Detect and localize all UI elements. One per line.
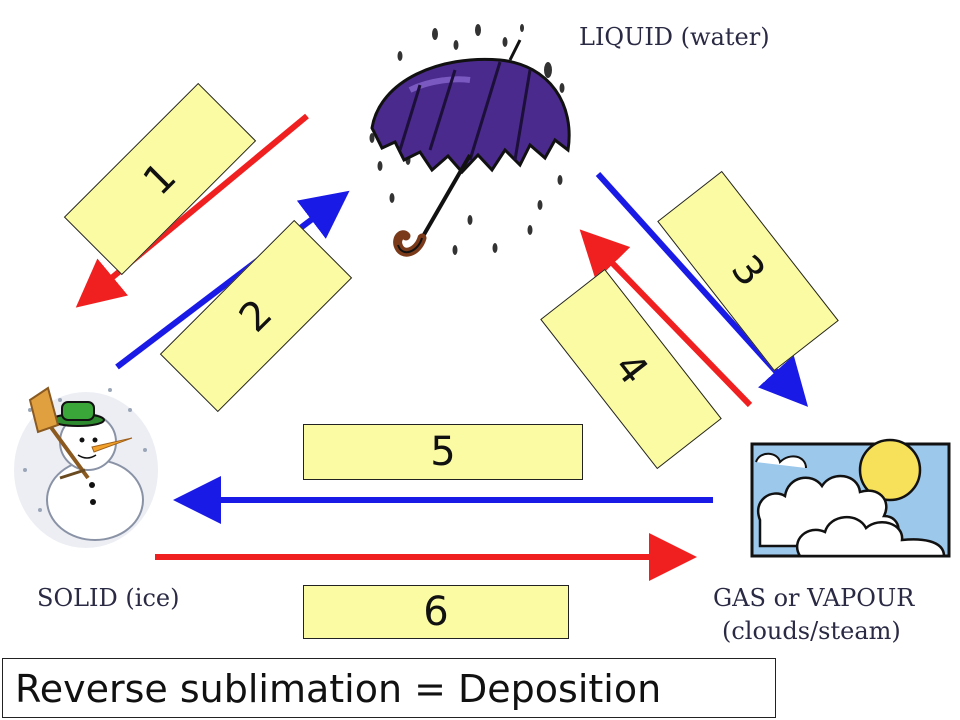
- answer-box-6[interactable]: 6: [303, 585, 569, 639]
- box-4-number: 4: [605, 344, 657, 394]
- umbrella-rain-icon: [369, 24, 571, 257]
- liquid-state-label: LIQUID (water): [579, 23, 770, 51]
- gas-state-label: GAS or VAPOUR: [713, 584, 915, 612]
- caption-text: Reverse sublimation = Deposition: [2, 658, 776, 718]
- snowman-icon: [14, 386, 158, 548]
- arrow-solid-to-liquid: [115, 190, 350, 370]
- box-2-number: 2: [230, 290, 282, 342]
- solid-state-label: SOLID (ice): [37, 584, 180, 612]
- gas-state-sublabel: (clouds/steam): [722, 617, 901, 645]
- arrow-gas-to-liquid: [579, 229, 753, 408]
- answer-box-5[interactable]: 5: [303, 424, 583, 480]
- box-5-number: 5: [430, 429, 456, 475]
- box-3-number: 3: [722, 246, 774, 296]
- box-1-number: 1: [134, 153, 186, 205]
- cloud-sun-icon: [750, 438, 951, 558]
- box-6-number: 6: [423, 589, 449, 635]
